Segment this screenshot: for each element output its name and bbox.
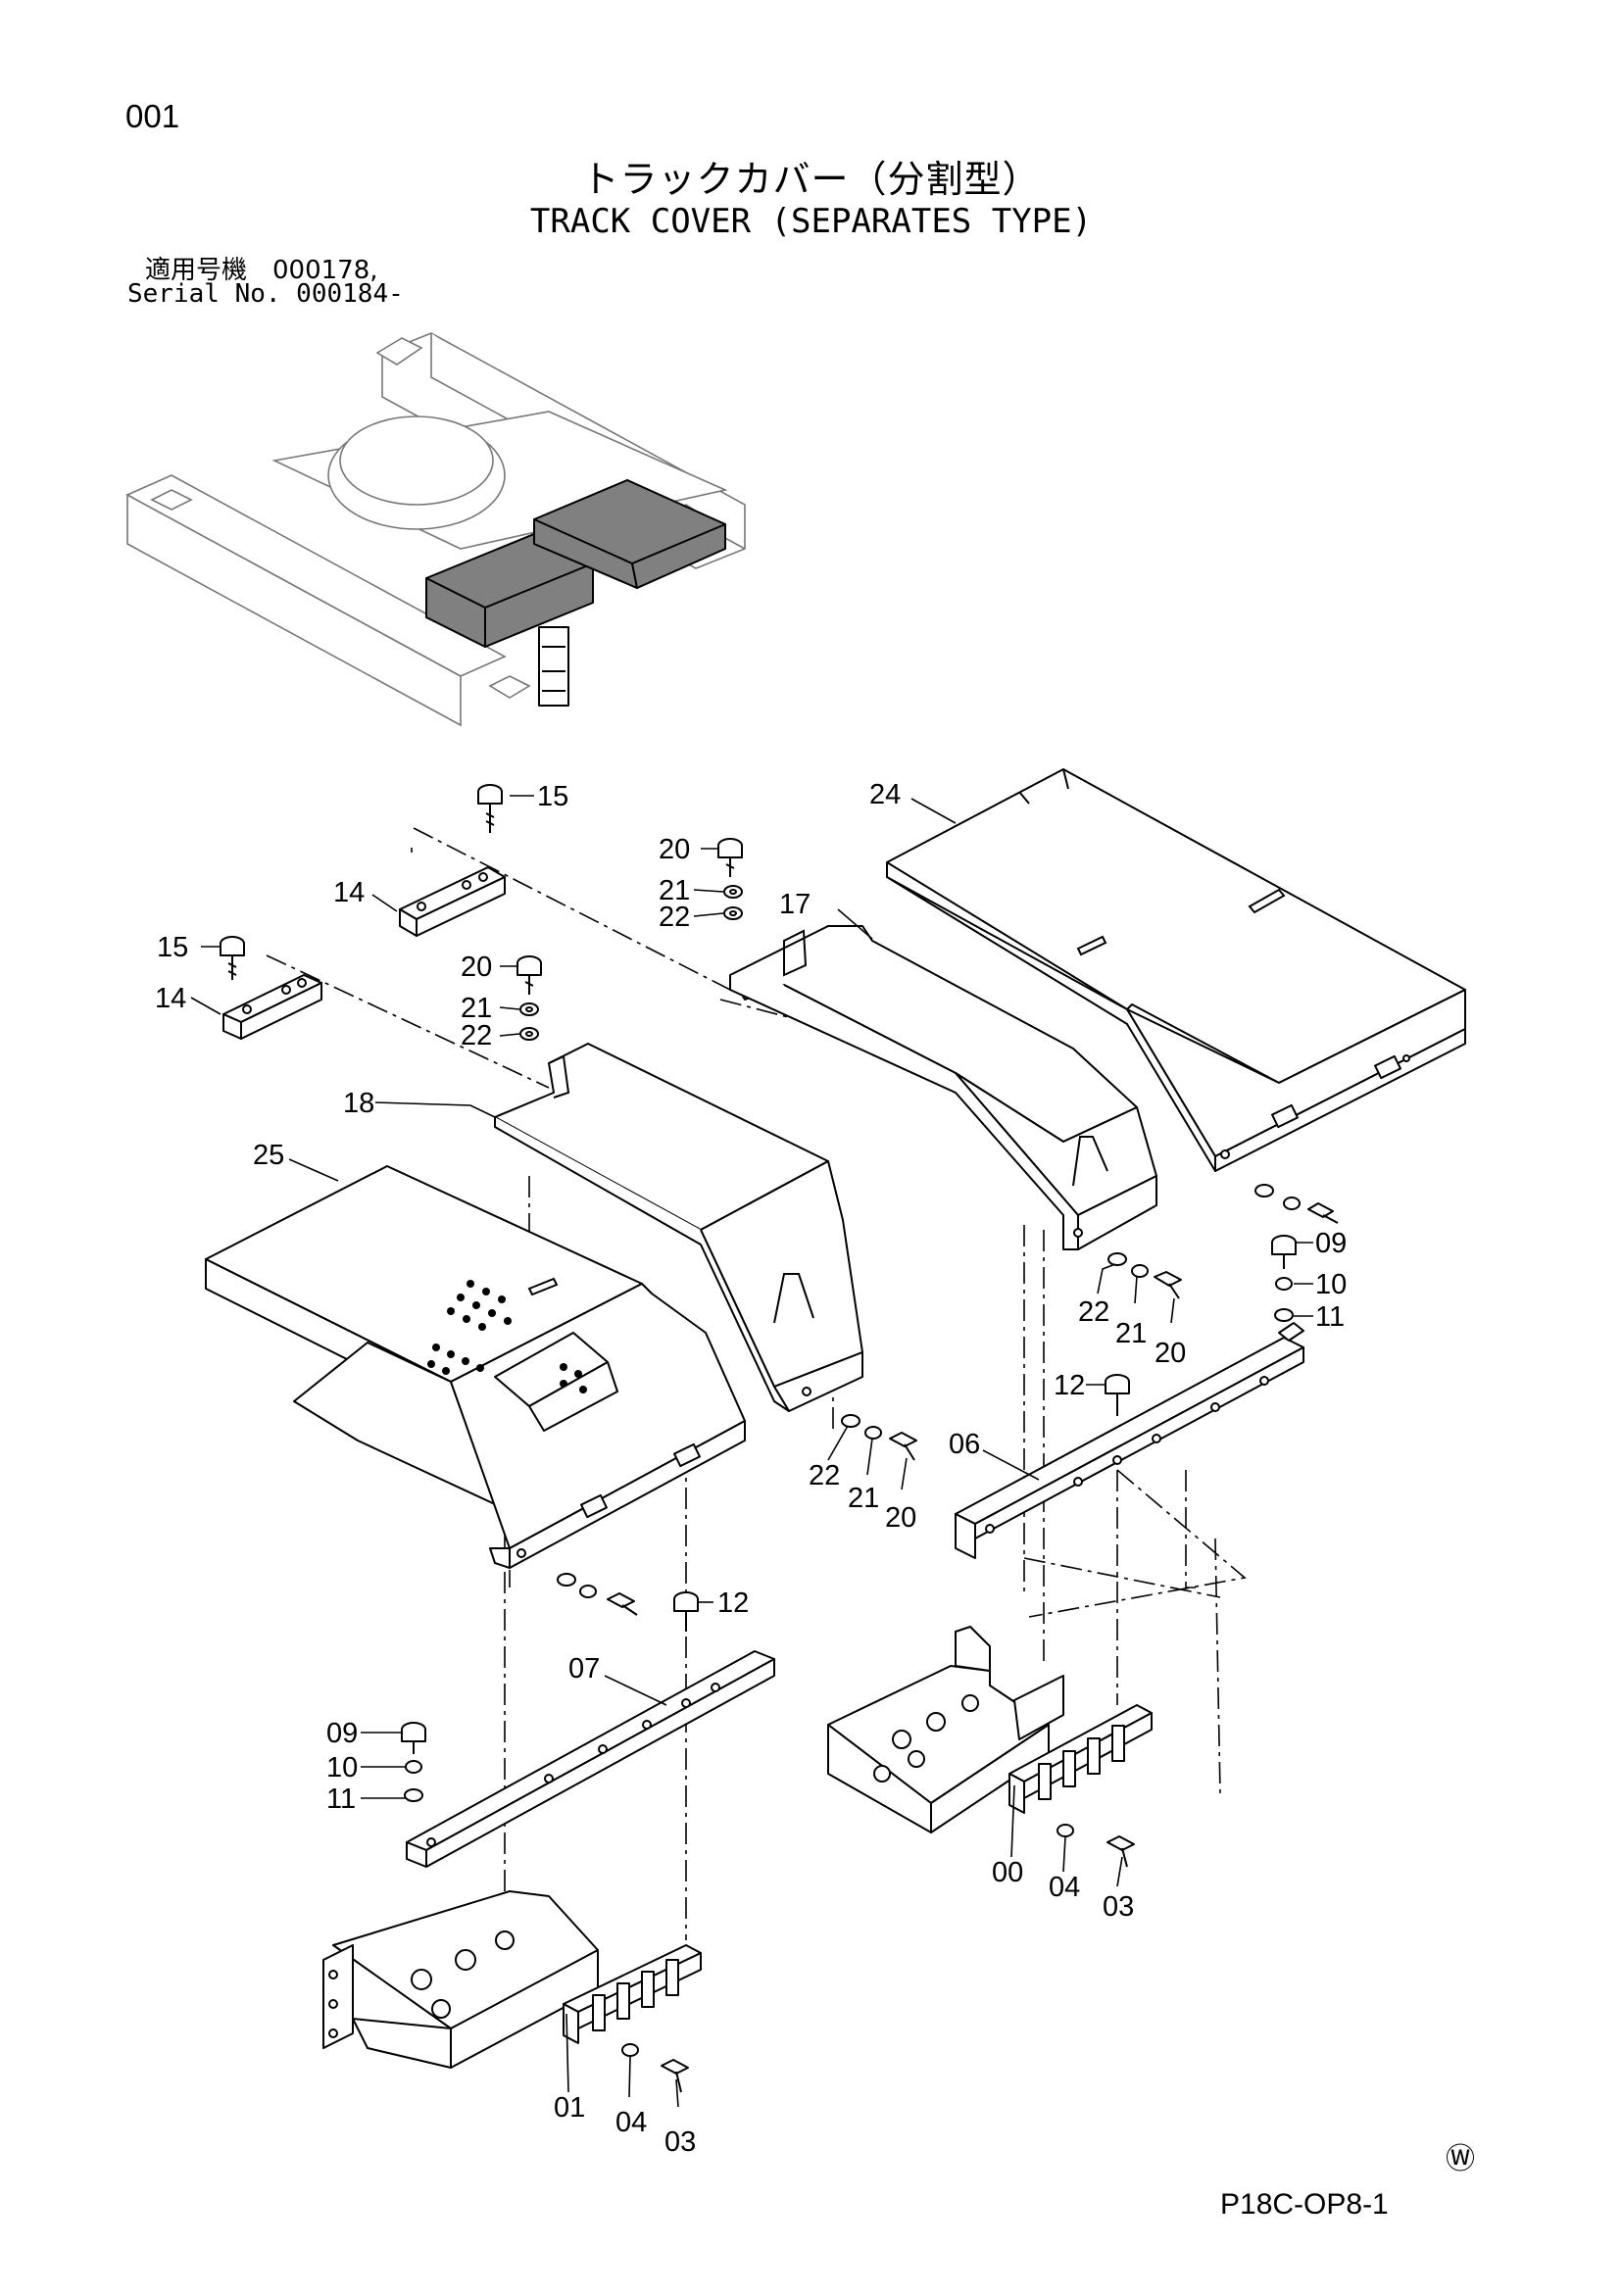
callout-12-left: 12 bbox=[717, 1588, 749, 1619]
callout-22-lower: 22 bbox=[809, 1460, 840, 1491]
bolt-09-right bbox=[1271, 1235, 1297, 1269]
bolt-15-lower bbox=[220, 936, 245, 980]
callout-15-upper: 15 bbox=[537, 781, 568, 812]
callout-15-lower: 15 bbox=[157, 932, 188, 963]
callout-11-left: 11 bbox=[326, 1783, 356, 1815]
bolt-front-left bbox=[607, 1592, 638, 1616]
frame-bracket-left bbox=[322, 1890, 599, 2069]
rail-07 bbox=[406, 1650, 775, 1868]
washer-22-upper bbox=[723, 906, 743, 920]
bolt-20-mid bbox=[516, 955, 542, 995]
bolt-20-lower bbox=[889, 1432, 917, 1461]
applicable-serial-english: Serial No. 000184- bbox=[127, 279, 404, 309]
bolt-20-upper bbox=[717, 838, 743, 877]
leader-lines bbox=[190, 795, 1313, 2108]
rail-06 bbox=[955, 1322, 1304, 1559]
callout-21-lower: 21 bbox=[848, 1483, 879, 1514]
callout-09-right: 09 bbox=[1315, 1228, 1347, 1259]
callout-22-mid: 22 bbox=[461, 1020, 492, 1051]
bolt-20-right bbox=[1307, 1202, 1339, 1224]
washer-22-center bbox=[1107, 1252, 1127, 1266]
title-japanese: トラックカバー（分割型） bbox=[581, 158, 1041, 201]
callout-04-left: 04 bbox=[615, 2107, 647, 2138]
callout-21-top: 21 bbox=[659, 875, 690, 906]
frame-bracket-right bbox=[827, 1626, 1064, 1833]
bolt-15-upper bbox=[477, 784, 503, 833]
washer-21-right bbox=[1283, 1197, 1301, 1210]
callout-00: 00 bbox=[992, 1857, 1023, 1888]
callout-22-center: 22 bbox=[1078, 1296, 1109, 1328]
bolt-03-left bbox=[661, 2059, 689, 2093]
bracket-14-lower bbox=[222, 974, 322, 1040]
title-english: TRACK COVER (SEPARATES TYPE) bbox=[529, 202, 1093, 241]
cover-17 bbox=[729, 925, 1157, 1250]
manufacturer-mark: Ⓦ bbox=[1446, 2142, 1475, 2176]
washer-10-left bbox=[405, 1760, 422, 1774]
callout-09-left: 09 bbox=[326, 1718, 358, 1749]
washer-04-left bbox=[621, 2043, 639, 2057]
document-code: P18C-OP8-1 bbox=[1220, 2188, 1389, 2221]
callout-20-center: 20 bbox=[1155, 1338, 1186, 1369]
callout-18: 18 bbox=[343, 1088, 374, 1119]
washer-11-left bbox=[404, 1788, 423, 1802]
callout-10-right: 10 bbox=[1315, 1269, 1347, 1300]
callout-20-lower: 20 bbox=[885, 1502, 916, 1534]
bolt-03-right bbox=[1106, 1835, 1135, 1868]
washer-22-lower bbox=[841, 1414, 860, 1428]
washer-04-right bbox=[1057, 1824, 1074, 1837]
washer-front-left-a bbox=[557, 1573, 576, 1587]
callout-03-left: 03 bbox=[664, 2126, 696, 2158]
callout-14-lower: 14 bbox=[155, 983, 186, 1014]
applicable-serial-japanese: 適用号機 000178, bbox=[145, 256, 378, 285]
washer-11-right bbox=[1274, 1308, 1294, 1322]
callout-01: 01 bbox=[554, 2092, 585, 2124]
bracket-14-upper bbox=[399, 866, 506, 937]
cover-25 bbox=[205, 1165, 746, 1569]
callout-04-right: 04 bbox=[1049, 1872, 1080, 1903]
callout-14-upper: 14 bbox=[333, 877, 365, 908]
page-number: 001 bbox=[125, 98, 180, 134]
callout-22-top: 22 bbox=[659, 902, 690, 933]
washer-21-center bbox=[1131, 1264, 1149, 1278]
callout-17: 17 bbox=[779, 889, 811, 920]
track-guide-00 bbox=[1008, 1704, 1153, 1814]
washer-front-left-b bbox=[579, 1585, 597, 1598]
bolt-12-right bbox=[1105, 1374, 1130, 1416]
callout-20-mid: 20 bbox=[461, 952, 492, 983]
bolt-09-left bbox=[401, 1722, 426, 1754]
cover-24 bbox=[886, 768, 1466, 1172]
callout-07: 07 bbox=[568, 1653, 600, 1685]
callout-labels: 15 14 15 14 20 21 22 17 24 20 21 22 18 2… bbox=[155, 779, 1347, 2158]
callout-06: 06 bbox=[949, 1429, 980, 1460]
undercarriage-overview bbox=[125, 332, 746, 727]
callout-12-right: 12 bbox=[1054, 1370, 1085, 1401]
track-guide-01 bbox=[563, 1944, 702, 2044]
bolt-20-center bbox=[1154, 1271, 1182, 1299]
callout-20-top: 20 bbox=[659, 834, 690, 865]
washer-21-upper bbox=[723, 885, 743, 899]
bolt-12-left bbox=[673, 1591, 699, 1632]
callout-10-left: 10 bbox=[326, 1752, 358, 1783]
washer-21-lower bbox=[864, 1426, 882, 1440]
callout-03-right: 03 bbox=[1103, 1891, 1134, 1923]
callout-25: 25 bbox=[253, 1140, 284, 1171]
callout-21-mid: 21 bbox=[461, 993, 492, 1024]
callout-24: 24 bbox=[869, 779, 901, 810]
callout-11-right: 11 bbox=[1315, 1301, 1345, 1333]
washer-10-right bbox=[1275, 1277, 1293, 1291]
washer-21-mid bbox=[519, 1002, 539, 1016]
washer-22-right bbox=[1254, 1184, 1274, 1197]
cover-18 bbox=[494, 1043, 863, 1412]
washer-22-mid bbox=[519, 1027, 539, 1041]
callout-21-center: 21 bbox=[1115, 1318, 1147, 1349]
